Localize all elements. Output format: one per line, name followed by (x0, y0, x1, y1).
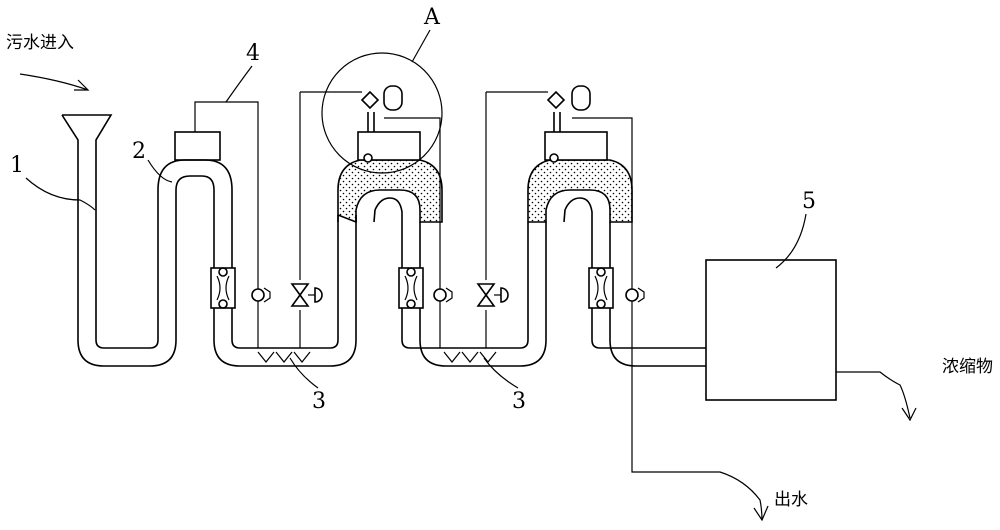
valve-icon-2 (476, 92, 509, 348)
valve-icon-1 (290, 92, 323, 348)
pump-icon-3 (625, 287, 645, 303)
outlet-label: 出水 (774, 490, 808, 510)
control-line-4 (194, 101, 259, 348)
flow-meter-icon-1 (210, 267, 236, 309)
concentrate-outlet (836, 371, 917, 422)
water-outlet (631, 348, 769, 522)
reactor-b (527, 85, 706, 367)
leader-1 (25, 177, 96, 211)
aeration-zone-3a (257, 351, 311, 363)
flow-meter-icon-2 (398, 267, 424, 309)
leader-5 (775, 213, 807, 269)
settling-chamber-2 (157, 131, 357, 367)
concentrate-label: 浓缩物 (942, 357, 993, 377)
detail-circle-a (321, 29, 443, 174)
funnel-inlet-1 (61, 114, 177, 367)
label-3a: 3 (312, 389, 326, 414)
label-1: 1 (10, 153, 24, 178)
label-3b: 3 (512, 389, 526, 414)
leader-3a (289, 357, 319, 389)
label-4: 4 (246, 41, 260, 66)
pump-icon-2 (433, 287, 453, 303)
label-2: 2 (132, 139, 146, 164)
label-a: A (423, 5, 441, 30)
reactor-a (337, 85, 547, 367)
aeration-zone-3b (443, 351, 497, 363)
label-5: 5 (802, 189, 816, 214)
inlet-arrow-icon (19, 73, 90, 91)
separation-tank-5 (705, 259, 837, 401)
leader-4 (225, 65, 253, 103)
leader-3b (483, 357, 519, 389)
inlet-label: 污水进入 (6, 33, 74, 53)
pump-icon-1 (251, 287, 271, 303)
leader-2 (147, 159, 173, 183)
flow-meter-icon-3 (588, 267, 614, 309)
